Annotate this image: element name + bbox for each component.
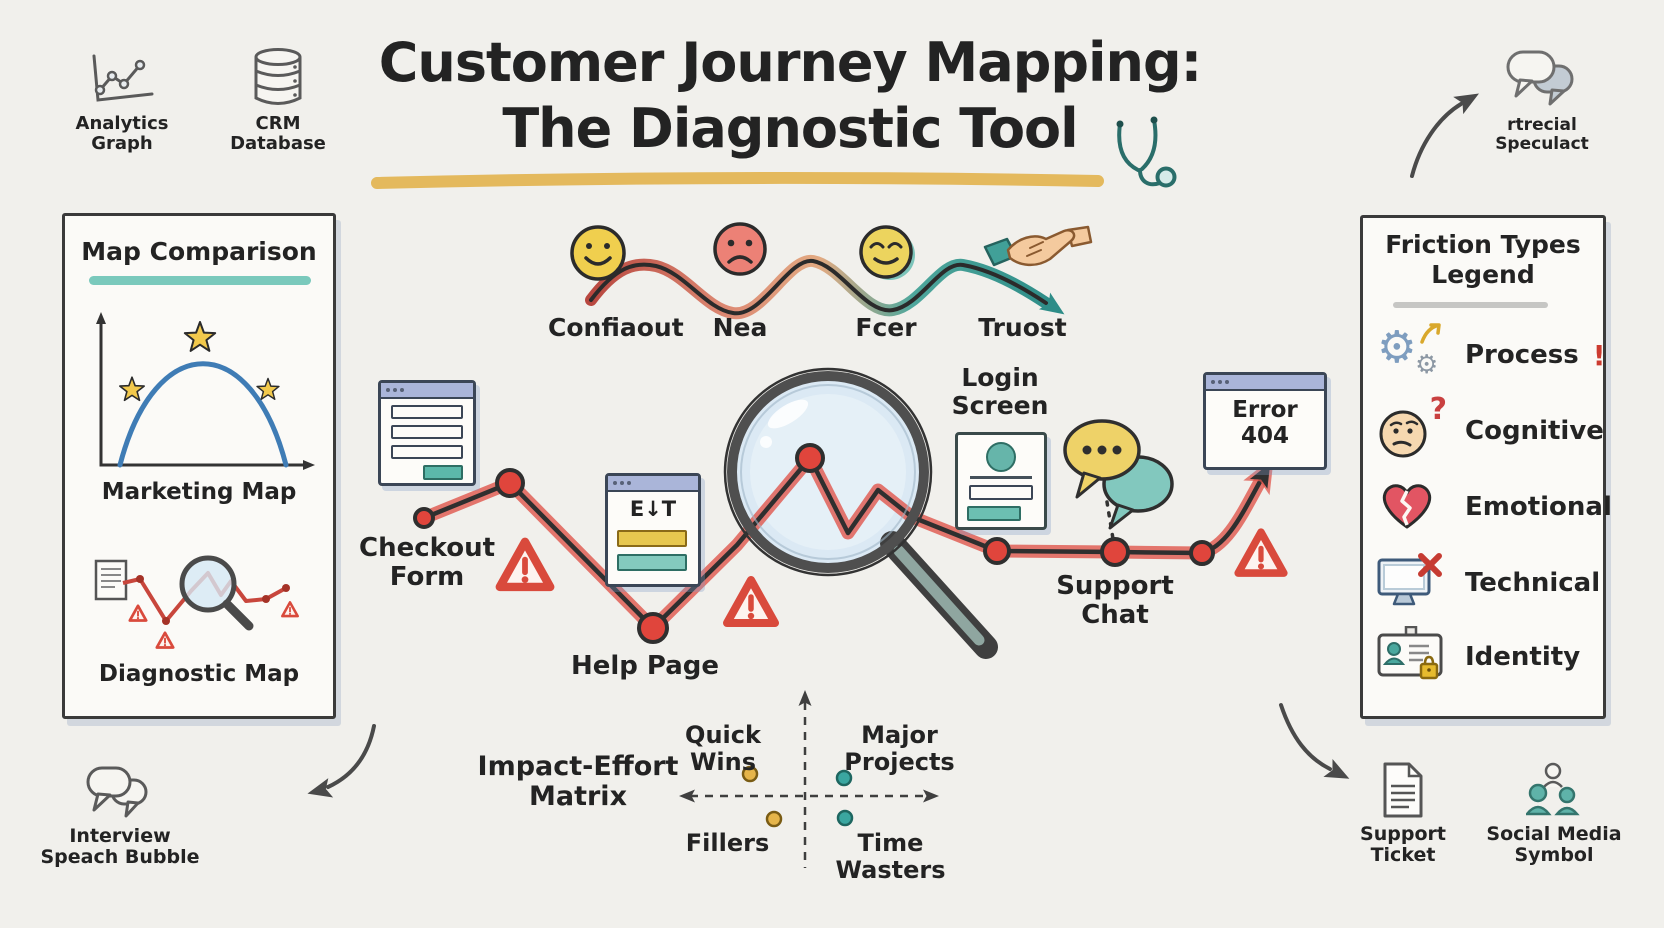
gray-underline — [1393, 302, 1548, 308]
question-mark: ? — [1429, 392, 1447, 427]
emotion-label-negative: Nea — [712, 313, 768, 342]
quadrant-fillers: Fillers — [685, 829, 770, 857]
login-screen-window — [955, 432, 1047, 530]
analytics-graph-icon — [92, 54, 154, 102]
quadrant-time-wasters: Time Wasters — [835, 829, 946, 884]
diagnostic-map-sketch — [94, 555, 299, 649]
error-404-window: Error 404 — [1203, 372, 1327, 470]
title-line-1: Customer Journey Mapping: — [378, 31, 1202, 94]
highlight-bar-teal — [617, 554, 687, 571]
matrix-axes — [690, 702, 928, 868]
window-titlebar — [381, 383, 473, 399]
window-titlebar — [608, 476, 698, 492]
diagnostic-map-label: Diagnostic Map — [98, 661, 300, 687]
form-field — [391, 425, 463, 439]
login-screen-label: Login Screen — [951, 363, 1049, 420]
crm-database-label: CRM Database — [230, 113, 326, 155]
broken-heart-icon — [1377, 476, 1455, 538]
marketing-map-label: Marketing Map — [101, 479, 297, 505]
interview-bubble-label: Interview Speach Bubble — [40, 825, 200, 869]
emotion-wave-arrow — [585, 255, 1071, 323]
arrow-up-right-icon — [1420, 323, 1441, 344]
support-ticket-icon — [1383, 762, 1423, 818]
warning-icon — [1238, 532, 1284, 573]
stethoscope-icon — [1116, 116, 1177, 188]
title-line-2: The Diagnostic Tool — [502, 96, 1078, 160]
id-card-icon — [1377, 626, 1455, 688]
interview-bubble-icon — [86, 766, 148, 818]
highlight-bar-yellow — [617, 530, 687, 547]
marketing-map-chart — [96, 312, 315, 470]
speech-bubbles-icon — [1506, 50, 1574, 106]
support-chat-label: Support Chat — [1056, 571, 1174, 631]
legend-row-emotional: Emotional — [1377, 474, 1612, 540]
divider — [970, 476, 1032, 479]
curved-arrow — [326, 102, 1463, 789]
error-404-text: Error 404 — [1232, 397, 1298, 450]
confident-face-icon — [570, 225, 626, 281]
legend-row-process: ⚙ ⚙ Process ! — [1377, 322, 1606, 388]
journey-nodes — [413, 443, 1215, 644]
emotion-label-confident: Confiaout — [548, 313, 684, 342]
process-alert-mark: ! — [1592, 338, 1606, 372]
emotion-label-trust: Truost — [978, 313, 1067, 342]
gear-icon: ⚙ — [1377, 322, 1417, 373]
avatar — [986, 442, 1016, 472]
matrix-title: Impact-Effort Matrix — [477, 751, 679, 813]
warning-icon — [727, 580, 775, 623]
title-underline — [371, 171, 1104, 189]
emotion-label-fear: Fcer — [855, 313, 917, 342]
analytics-graph-label: Analytics Graph — [75, 113, 169, 155]
map-comparison-title: Map Comparison — [81, 237, 317, 266]
friction-legend-panel: Friction Types Legend ⚙ ⚙ Process ! ? Co… — [1360, 215, 1612, 719]
login-button-shape — [967, 505, 1021, 521]
help-page-window: E↓T — [605, 473, 701, 587]
support-chat-icon — [1063, 419, 1174, 547]
frustrated-face-icon — [713, 222, 767, 276]
page-title: Customer Journey Mapping: The Diagnostic… — [280, 30, 1300, 162]
form-field — [391, 445, 463, 459]
login-input-shape — [969, 484, 1033, 500]
form-field — [391, 405, 463, 419]
crm-database-icon — [254, 48, 302, 105]
warning-icon — [500, 542, 550, 587]
social-specialist-label: rtrecial Speculact — [1495, 115, 1589, 155]
monitor-error-icon — [1377, 552, 1455, 614]
help-page-label: Help Page — [570, 651, 720, 681]
legend-row-technical: Technical — [1377, 550, 1600, 616]
help-window-text: E↓T — [629, 497, 677, 521]
social-media-label: Social Media Symbol — [1486, 823, 1622, 867]
legend-row-cognitive: ? Cognitive — [1377, 392, 1604, 464]
handshake-icon — [983, 225, 1093, 267]
process-gears-icon: ⚙ ⚙ — [1377, 322, 1455, 386]
quadrant-major-projects: Major Projects — [844, 721, 955, 776]
teal-underline — [89, 276, 311, 285]
submit-button-shape — [423, 465, 463, 480]
gear-small-icon: ⚙ — [1415, 350, 1439, 380]
map-comparison-panel: Map Comparison Marketing Map Diagnostic … — [62, 213, 336, 719]
relieved-face-icon — [859, 225, 915, 280]
magnifier-icon — [723, 367, 998, 659]
window-titlebar — [1206, 375, 1324, 391]
legend-title: Friction Types Legend — [1385, 230, 1581, 289]
checkout-form-label: Checkout Form — [358, 533, 496, 593]
cognitive-face-icon: ? — [1377, 392, 1455, 462]
social-media-icon — [1526, 762, 1580, 816]
matrix-dots — [741, 765, 854, 828]
support-ticket-label: Support Ticket — [1360, 823, 1446, 867]
quadrant-quick-wins: Quick Wins — [685, 721, 761, 776]
checkout-form-window — [378, 380, 476, 486]
legend-row-identity: Identity — [1377, 624, 1595, 690]
